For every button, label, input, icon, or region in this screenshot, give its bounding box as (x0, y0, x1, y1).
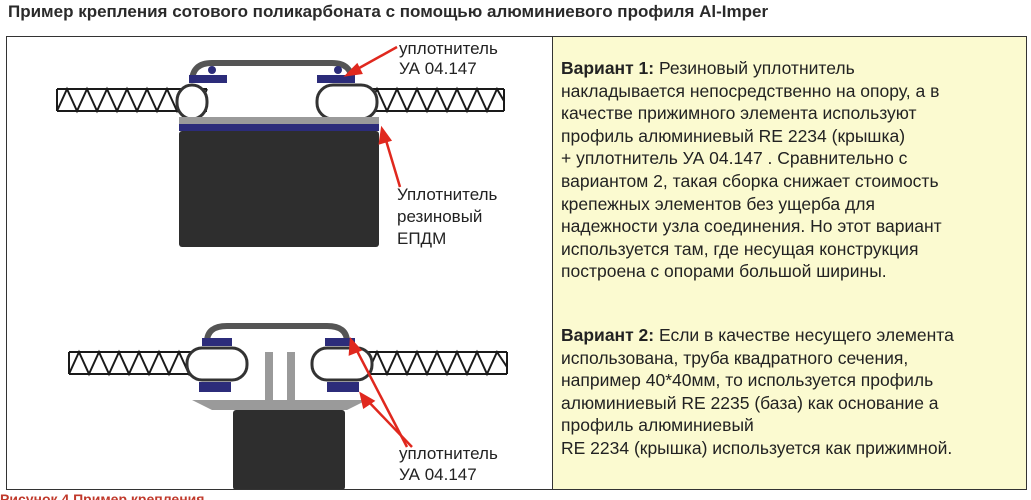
cap-profile (204, 323, 350, 343)
variant1-line: вариантом 2, такая сборка снижает стоимо… (561, 170, 939, 191)
epdm-label-1: Уплотнитель (397, 185, 498, 204)
seal-bottom-left (199, 382, 231, 392)
support-beam (179, 131, 379, 247)
variant2-line: RE 2234 (крышка) используется как прижим… (561, 437, 953, 458)
variant2-text-cell: Вариант 2: Если в качестве несущего элем… (553, 312, 1026, 489)
variant1-line: накладывается непосредственно на опору, … (561, 80, 940, 101)
variant2-diagram (68, 323, 508, 489)
variant2-line: Если в качестве несущего элемента (654, 325, 954, 345)
gray-base-strip (179, 117, 379, 127)
epdm-seal (179, 124, 379, 131)
variant1-line: Резиновый уплотнитель (654, 58, 855, 78)
variant2-line: алюминиевый RE 2235 (база) как основание… (561, 392, 939, 413)
variant1-diagram (56, 45, 505, 247)
arrows (343, 45, 402, 188)
seal-label-2: УА 04.147 (399, 465, 477, 484)
variant2-diagram-cell: уплотнитель УА 04.147 (7, 312, 553, 489)
variant2-heading: Вариант 2: (561, 325, 655, 345)
variant1-line: качестве прижимного элемента используют (561, 103, 917, 124)
square-tube (233, 410, 345, 489)
footer-caption-fragment: Рисунок 4 Пример крепления (0, 492, 205, 500)
variant1-diagram-cell: уплотнитель УА 04.147 Уплотнитель резино… (7, 37, 553, 312)
comparison-table: уплотнитель УА 04.147 Уплотнитель резино… (6, 36, 1027, 490)
variant2-description: Вариант 2: Если в качестве несущего элем… (561, 324, 1020, 460)
seal-label-top-1: уплотнитель (399, 39, 498, 58)
variant1-heading: Вариант 1: (561, 58, 655, 78)
sheet-end-left (185, 346, 249, 382)
variant1-text-cell: Вариант 1: Резиновый уплотнитель наклады… (553, 37, 1026, 312)
page-title: Пример крепления сотового поликарбоната … (8, 2, 769, 21)
seal-top-left (202, 338, 232, 346)
seal-label-top-2: УА 04.147 (399, 59, 477, 78)
variant2-row: уплотнитель УА 04.147 Вариант 2: Если в … (7, 312, 1026, 489)
variant1-line: построена с опорами большой ширины. (561, 261, 887, 282)
variant2-line: например 40*40мм, то используется профил… (561, 370, 934, 391)
variant1-line: крепежных элементов без ущерба для (561, 193, 875, 214)
variant1-line: используется там, где несущая конструкци… (561, 238, 919, 259)
seal-top-right (325, 338, 355, 346)
seal-bottom-right (327, 382, 359, 392)
arrows (348, 336, 413, 448)
epdm-label-2: резиновый (397, 207, 483, 226)
variant1-line: профиль алюминиевый RE 2234 (крышка) (561, 125, 906, 146)
sheet-end-right (310, 346, 374, 382)
sheet-end-right (315, 83, 379, 121)
variant1-line: надежности узла соединения. Но этот вари… (561, 216, 942, 237)
variant1-description: Вариант 1: Резиновый уплотнитель наклады… (561, 57, 1020, 283)
seal-top-left (189, 75, 227, 83)
seal-top-right (317, 75, 355, 83)
seal-label-1: уплотнитель (399, 444, 498, 463)
epdm-label-3: ЕПДМ (397, 229, 447, 248)
variant2-line: профиль алюминиевый (561, 415, 754, 436)
sheet-end-left (175, 83, 209, 121)
variant1-row: уплотнитель УА 04.147 Уплотнитель резино… (7, 37, 1026, 313)
base-profile (192, 400, 367, 410)
variant2-line: использована, труба квадратного сечения, (561, 347, 909, 368)
variant1-line: + уплотнитель УА 04.147 . Сравнительно с (561, 148, 908, 169)
